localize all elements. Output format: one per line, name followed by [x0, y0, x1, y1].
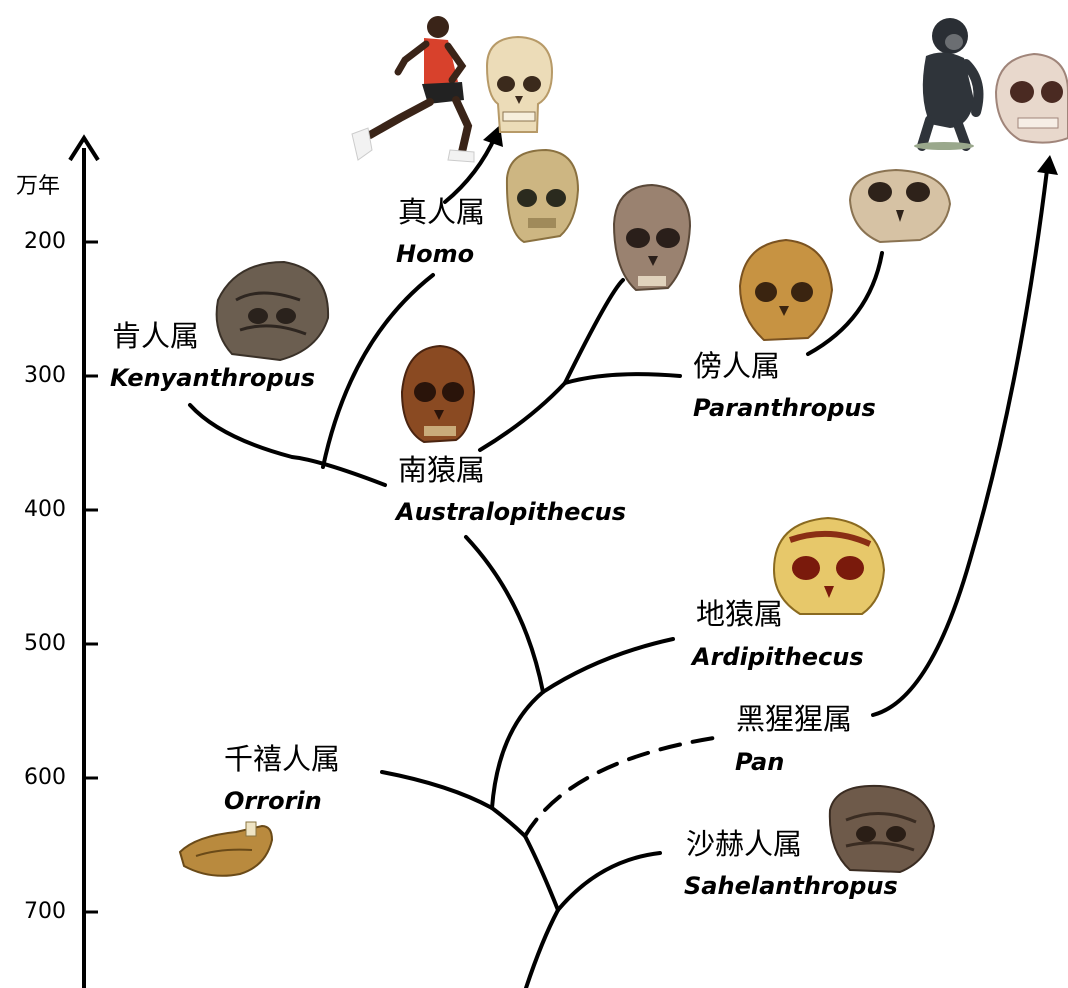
homo-label-zh: 真人属 — [398, 198, 485, 227]
tick-label-600: 600 — [0, 767, 66, 789]
tick-label-300: 300 — [0, 365, 66, 387]
branch-root-upper — [525, 836, 558, 910]
australopithecus-label-latin: Australopithecus — [396, 500, 626, 524]
paranthropus-label-zh: 傍人属 — [693, 352, 780, 381]
branch-paranthropus-label — [565, 374, 680, 383]
branch-homo — [323, 275, 433, 467]
branch-paranthropus-early — [565, 280, 623, 383]
branch-sahelanthropus — [558, 853, 660, 910]
tick-label-200: 200 — [0, 231, 66, 253]
pan-label-latin: Pan — [735, 750, 784, 774]
branch-paranthropus-late — [808, 253, 882, 354]
pan-label-zh: 黑猩猩属 — [736, 705, 852, 734]
australopithecus-label-zh: 南猿属 — [398, 456, 485, 485]
branch-kenyanthropus — [190, 405, 385, 485]
tick-label-400: 400 — [0, 499, 66, 521]
tick-label-500: 500 — [0, 633, 66, 655]
branch-to-paranthropus — [480, 383, 565, 450]
branch-pan-modern — [873, 170, 1047, 715]
branch-homo-modern — [445, 135, 496, 202]
sahelanthropus-label-zh: 沙赫人属 — [686, 830, 802, 859]
tick-label-700: 700 — [0, 901, 66, 923]
arrowhead-pan — [1037, 155, 1058, 175]
kenyanthropus-label-zh: 肯人属 — [112, 322, 199, 351]
branch-to-australopithecus — [466, 537, 543, 692]
orrorin-label-latin: Orrorin — [224, 789, 322, 813]
branch-root — [526, 910, 558, 988]
branch-ardipithecus — [543, 639, 673, 692]
branch-pan-dashed — [525, 737, 720, 836]
branch-to-hominin-node — [492, 808, 525, 836]
sahelanthropus-label-latin: Sahelanthropus — [684, 874, 898, 898]
paranthropus-label-latin: Paranthropus — [693, 396, 876, 420]
branch-hominin-upper — [492, 692, 543, 808]
orrorin-label-zh: 千禧人属 — [224, 745, 340, 774]
homo-label-latin: Homo — [396, 242, 474, 266]
axis-unit-label: 万年 — [16, 176, 60, 198]
ardipithecus-label-zh: 地猿属 — [696, 600, 783, 629]
kenyanthropus-label-latin: Kenyanthropus — [110, 366, 315, 390]
ardipithecus-label-latin: Ardipithecus — [692, 645, 864, 669]
branch-orrorin — [382, 772, 492, 808]
